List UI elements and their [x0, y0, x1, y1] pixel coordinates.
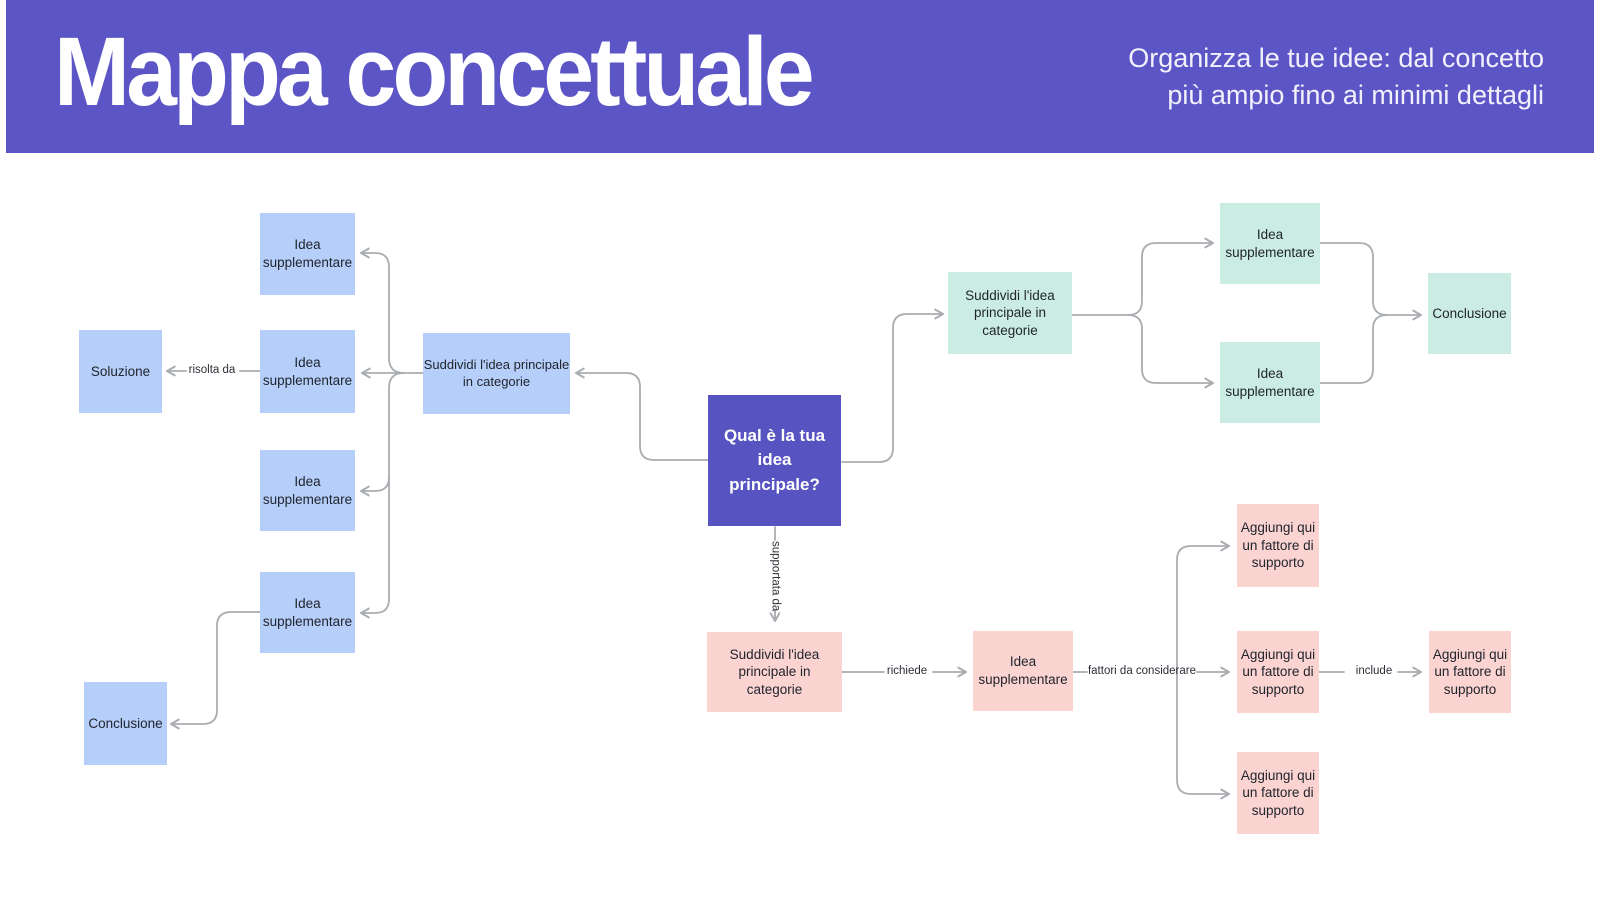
node-left-hub: Suddividi l'idea principale in categorie: [423, 333, 570, 414]
edge-label-fattori-da-considerare: fattori da considerare: [1087, 665, 1197, 677]
top-right-cluster-edges: [841, 237, 1422, 463]
node-left-idea-2: Idea supplementare: [260, 330, 355, 413]
node-top-idea-1: Idea supplementare: [1220, 203, 1320, 284]
node-top-hub: Suddividi l'idea principale in categorie: [948, 272, 1072, 354]
bottom-right-cluster-edges: [769, 526, 1422, 800]
node-support-factor-2: Aggiungi qui un fattore di supporto: [1237, 631, 1319, 713]
subtitle-line-2: più ampio fino ai minimi dettagli: [1167, 79, 1544, 110]
node-main-idea: Qual è la tua idea principale?: [708, 395, 841, 526]
node-support-factor-4: Aggiungi qui un fattore di supporto: [1429, 631, 1511, 713]
node-top-conclusion: Conclusione: [1428, 273, 1511, 354]
left-cluster-edges: [166, 247, 709, 730]
page-title: Mappa concettuale: [54, 17, 815, 126]
node-left-idea-4: Idea supplementare: [260, 572, 355, 653]
node-top-idea-2: Idea supplementare: [1220, 342, 1320, 423]
node-solution: Soluzione: [79, 330, 162, 413]
node-left-conclusion: Conclusione: [84, 682, 167, 765]
edge-label-include: include: [1355, 665, 1393, 677]
node-bottom-idea: Idea supplementare: [973, 631, 1073, 711]
edge-label-supportata-da: supportata da: [769, 540, 782, 612]
node-support-factor-3: Aggiungi qui un fattore di supporto: [1237, 752, 1319, 834]
node-support-factor-1: Aggiungi qui un fattore di supporto: [1237, 504, 1319, 587]
subtitle-line-1: Organizza le tue idee: dal concetto: [1128, 43, 1544, 74]
edge-label-richiede: richiede: [886, 665, 928, 677]
node-left-idea-3: Idea supplementare: [260, 450, 355, 531]
edge-label-risolta-da: risolta da: [188, 364, 236, 376]
node-left-idea-1: Idea supplementare: [260, 213, 355, 295]
header-banner: Mappa concettuale Organizza le tue idee:…: [6, 0, 1594, 153]
node-bottom-hub: Suddividi l'idea principale in categorie: [707, 632, 842, 712]
page-subtitle: Organizza le tue idee: dal concetto più …: [1128, 40, 1544, 112]
